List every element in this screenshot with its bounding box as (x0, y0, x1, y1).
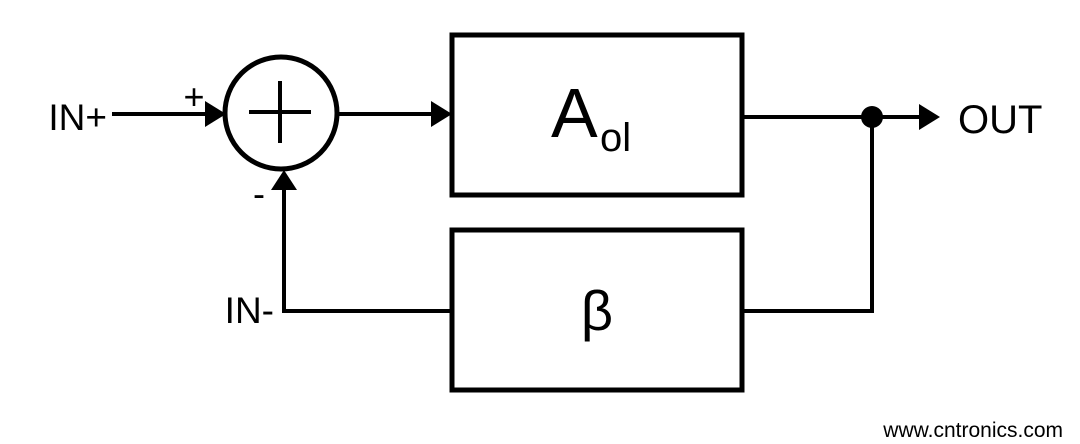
arrowhead-output-icon (919, 104, 940, 130)
plus-sign-label: + (183, 76, 204, 117)
feedback-block (449, 227, 745, 393)
arrowhead-into-summing-bottom-icon (271, 170, 297, 190)
gain-block-label: A (551, 74, 598, 152)
gain-block-subscript: ol (600, 116, 631, 160)
minus-sign-label: - (253, 173, 265, 214)
arrowhead-into-gain-icon (431, 101, 452, 127)
feedback-block-label: β (581, 279, 613, 342)
watermark-text: www.cntronics.com (882, 419, 1063, 442)
output-label: OUT (958, 98, 1042, 142)
gain-block (449, 32, 745, 198)
input-positive-label: IN+ (48, 97, 107, 138)
arrowhead-into-summing-icon (205, 101, 226, 127)
input-negative-label: IN- (225, 290, 274, 331)
